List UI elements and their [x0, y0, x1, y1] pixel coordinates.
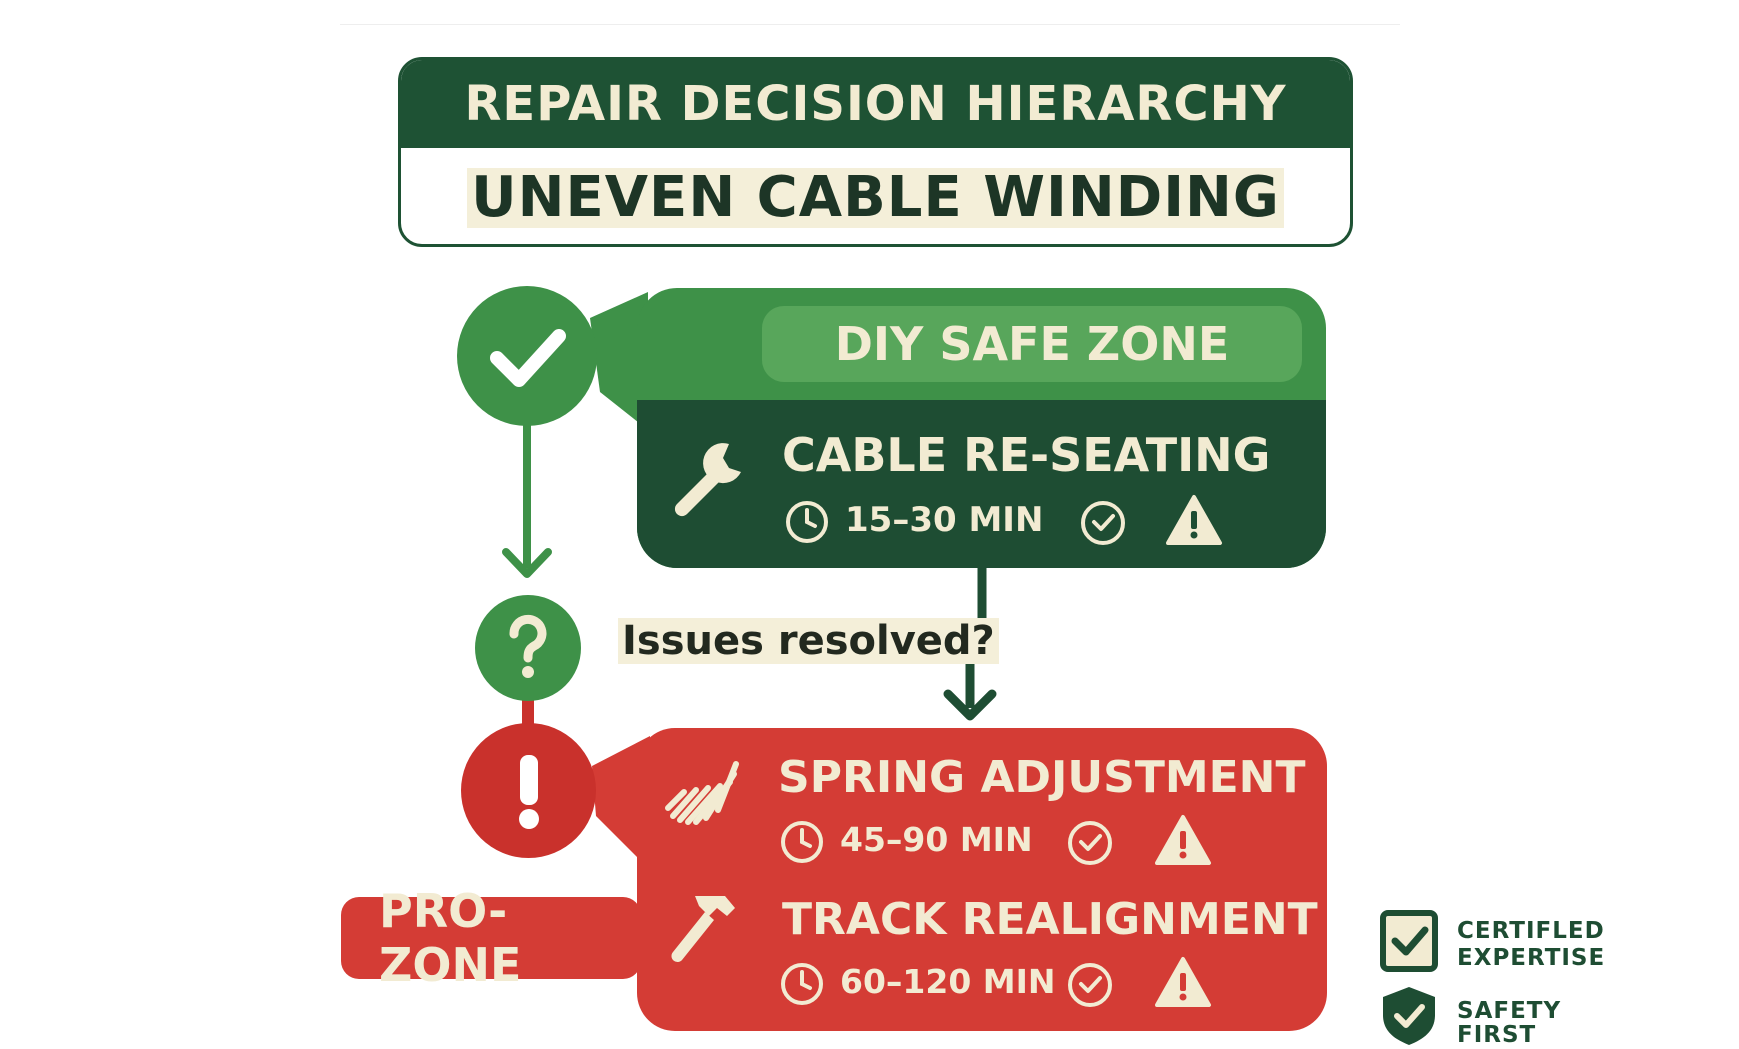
clock-icon: [786, 501, 828, 543]
clock-icon: [781, 821, 823, 863]
pro-pointer: [592, 736, 650, 870]
title-card: REPAIR DECISION HIERARCHY UNEVEN CABLE W…: [398, 57, 1353, 247]
badge-safety-line2: FIRST: [1457, 1022, 1537, 1048]
checkmark-icon: [490, 329, 566, 387]
check-circle-icon: [1068, 963, 1112, 1007]
check-circle-icon: [1068, 821, 1112, 865]
problem-title: UNEVEN CABLE WINDING: [401, 150, 1350, 244]
decision-question: Issues resolved?: [618, 618, 999, 664]
question-mark-icon: [509, 614, 547, 678]
badge-certified-line2: EXPERTISE: [1457, 945, 1606, 971]
decision-question-text: Issues resolved?: [618, 618, 999, 664]
spring-icon: [665, 761, 739, 825]
hammer-icon: [671, 896, 735, 963]
page-title: REPAIR DECISION HIERARCHY: [401, 60, 1350, 148]
task-name: TRACK REALIGNMENT: [782, 894, 1318, 945]
wrench-icon: [674, 443, 741, 517]
pro-zone-panel: SPRING ADJUSTMENT 45–90 MIN TRACK REALIG…: [637, 728, 1327, 1031]
warning-icon: [1155, 815, 1211, 865]
checkbox-icon: [1380, 910, 1438, 972]
diy-task-card: CABLE RE-SEATING 15–30 MIN: [637, 400, 1326, 568]
diy-zone-panel: DIY SAFE ZONE CABLE RE-SEATING 15–30 MIN: [637, 288, 1326, 568]
diy-status-circle: [457, 286, 597, 426]
task-name: CABLE RE-SEATING: [782, 428, 1271, 482]
warning-icon: [1166, 495, 1222, 545]
diy-zone-label: DIY SAFE ZONE: [762, 306, 1302, 382]
task-name: SPRING ADJUSTMENT: [778, 752, 1306, 803]
pro-zone-label: PRO-ZONE: [341, 884, 641, 992]
decision-circle: [475, 595, 581, 701]
check-circle-icon: [1081, 501, 1125, 545]
diy-down-arrowhead: [502, 548, 552, 578]
diy-pointer: [590, 292, 648, 430]
shield-check-icon: [1383, 987, 1435, 1045]
exclamation-icon: [518, 754, 539, 829]
clock-icon: [781, 963, 823, 1005]
task-duration: 60–120 MIN: [840, 962, 1056, 1001]
pro-status-circle: [461, 723, 596, 858]
badge-safety-line1: SAFETY: [1457, 998, 1562, 1024]
escalation-arrowhead: [943, 689, 997, 721]
task-duration: 45–90 MIN: [840, 820, 1033, 859]
problem-title-text: UNEVEN CABLE WINDING: [467, 167, 1284, 228]
task-duration: 15–30 MIN: [845, 500, 1044, 540]
badge-certified-line1: CERTIFLED: [1457, 918, 1605, 944]
warning-icon: [1155, 957, 1211, 1007]
top-divider: [340, 24, 1400, 25]
